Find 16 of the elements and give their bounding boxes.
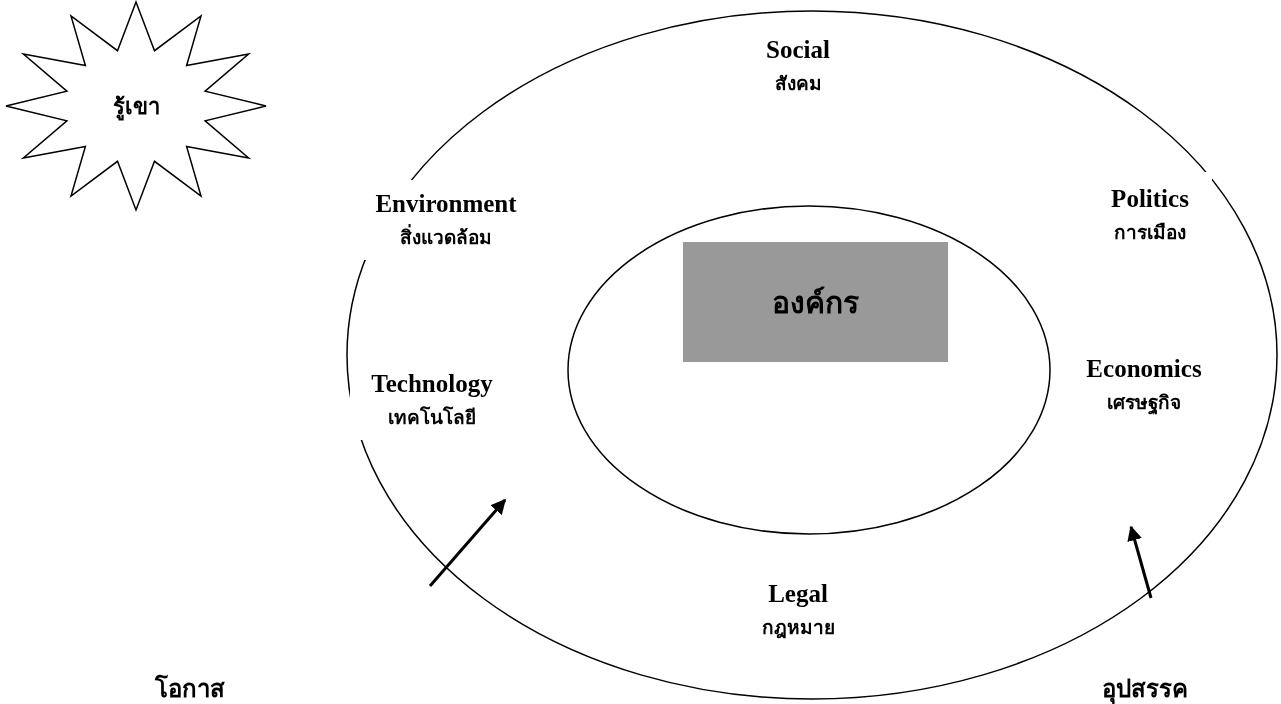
- factor-title: Politics: [1111, 184, 1189, 215]
- factor-subtitle: สังคม: [774, 72, 822, 97]
- starburst-text: รู้เขา: [112, 92, 160, 123]
- factor-subtitle: สิ่งแวดล้อม: [400, 225, 492, 252]
- factor-subtitle: เทคโนโลยี: [388, 405, 476, 431]
- label-text: อุปสรรค: [1102, 674, 1188, 704]
- factor-subtitle: การเมือง: [1114, 221, 1186, 246]
- factor-title: Social: [766, 35, 830, 66]
- factor-subtitle: เศรษฐกิจ: [1107, 391, 1181, 417]
- factor-title: Economics: [1086, 354, 1202, 385]
- factor-title: Technology: [371, 369, 493, 400]
- organization-box: องค์กร: [683, 242, 948, 362]
- factor-subtitle: กฎหมาย: [761, 616, 835, 641]
- label-text: โอกาส: [155, 673, 225, 704]
- factor-title: Environment: [375, 189, 517, 220]
- factor-title: Legal: [768, 579, 828, 610]
